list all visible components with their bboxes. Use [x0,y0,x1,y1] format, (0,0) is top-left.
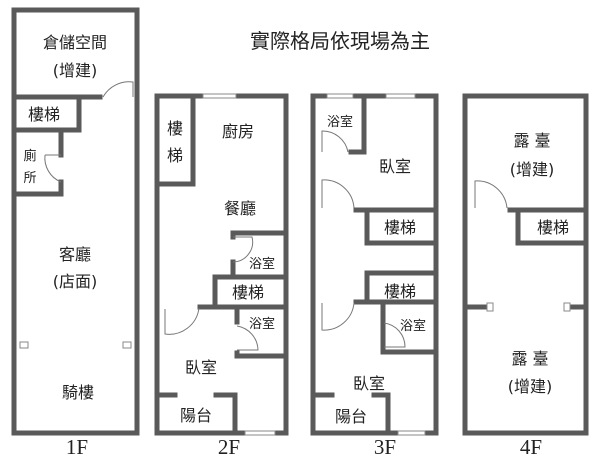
bath2-walls-3f [380,302,439,355]
room-toilet: 所 [23,171,36,186]
room-bedroom: 臥室 [185,358,217,377]
walls-4f [462,93,589,436]
stairs-box-3f [353,207,439,246]
room-stairs: 樓梯 [384,218,416,237]
floor-label: 2F [218,435,240,459]
door-icon [102,81,134,98]
room-stairs: 樓梯 [537,218,569,237]
room-balcony: 陽台 [335,407,367,426]
window-icon [397,430,426,436]
door-icon [164,307,200,335]
room-stairs: 樓梯 [232,283,264,302]
door-icon [321,302,355,331]
room-storage-note: (增建) [53,61,98,80]
room-kitchen: 廚房 [222,122,254,141]
room-arcade: 騎樓 [62,383,94,402]
walls-3f [310,93,439,436]
room-stairs: 樓梯 [384,282,416,301]
floor-2f: 樓 梯 廚房 餐廳 浴室 樓梯 浴室 臥室 陽台 2F [154,93,289,459]
door-icon [321,130,349,153]
door-icon [232,236,254,263]
room-stairs: 梯 [167,146,183,165]
window-icon [326,93,354,99]
room-terrace: 露 臺 [511,349,548,368]
walls-1f [11,7,140,436]
window-icon [122,341,132,349]
window-icon [202,93,237,99]
room-dining: 餐廳 [224,199,256,218]
floor-4f: 露 臺 (增建) 樓梯 露 臺 (增建) 4F [462,93,589,459]
window-icon [19,341,29,349]
door-icon [44,154,62,183]
balcony-walls-2f [154,392,238,436]
window-icon [486,302,494,312]
balcony-walls-3f [310,392,391,436]
room-terrace-note: (增建) [508,377,553,396]
room-terrace: 露 臺 [513,131,550,150]
window-icon [563,302,571,312]
room-bedroom: 臥室 [353,374,385,393]
room-storage: 倉儲空間 [43,33,107,52]
plan-title: 實際格局依現場為主 [250,29,430,53]
room-toilet: 廁 [23,148,36,164]
room-stairs: 樓梯 [28,105,60,124]
room-terrace-note: (增建) [510,160,555,179]
stairs-box-1f [11,94,82,133]
stairs-box-4f [507,207,589,246]
bath-walls-3f [348,93,367,155]
door-icon [321,179,355,209]
room-bath: 浴室 [327,114,353,130]
stairs-box-3f-b [353,270,439,305]
stairs-box-2f-b [197,274,289,310]
toilet-walls-1f [11,130,64,197]
door-icon [236,325,259,351]
floor-label: 1F [66,435,88,459]
room-living-note: (店面) [53,272,98,291]
room-bath: 浴室 [249,256,275,272]
bath2-walls-2f [234,307,286,359]
floor-3f: 浴室 臥室 樓梯 樓梯 浴室 臥室 陽台 3F [310,93,439,459]
room-stairs: 樓 [167,119,183,138]
stairs-box-2f [154,93,196,187]
door-icon [474,180,508,209]
floor-1f: 倉儲空間 (增建) 樓梯 廁 所 客廳 (店面) 騎樓 1F [11,7,140,459]
walls-2f [154,93,289,436]
room-bath: 浴室 [249,316,275,332]
room-bath: 浴室 [400,318,426,334]
floor-label: 3F [374,435,396,459]
room-balcony: 陽台 [180,406,212,425]
window-icon [244,430,276,436]
floor-label: 4F [520,435,542,459]
window-icon [385,93,416,99]
room-living: 客廳 [59,245,91,264]
door-icon [383,322,406,348]
room-bedroom: 臥室 [379,157,411,176]
